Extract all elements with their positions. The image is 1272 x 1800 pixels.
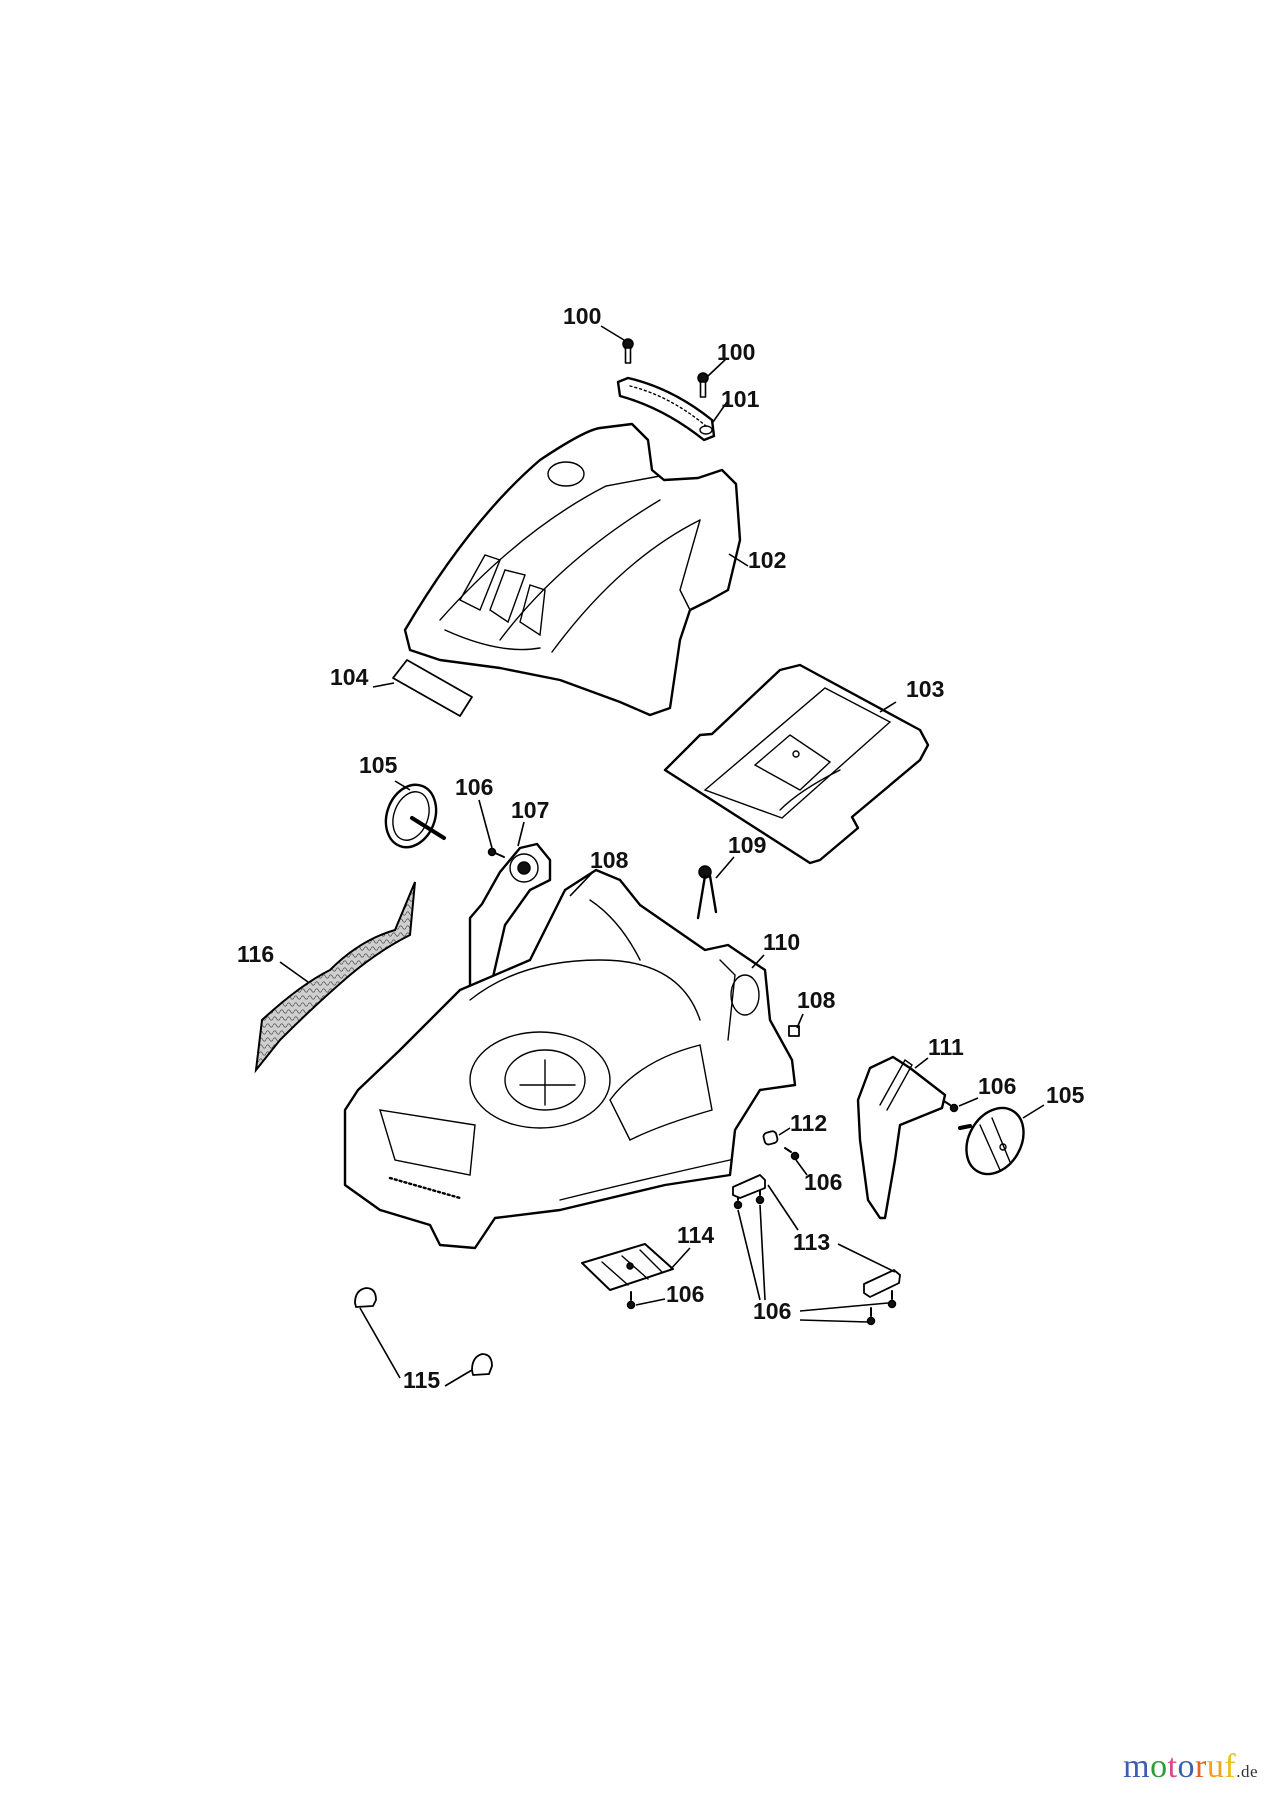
watermark-letter: o [1177,1748,1196,1785]
callout-106a: 106 [455,774,493,800]
callout-102: 102 [748,547,786,573]
callout-109: 109 [728,832,766,858]
callout-108b: 108 [797,987,836,1013]
callout-103: 103 [906,676,944,702]
callout-110: 110 [763,929,800,955]
screw-106-e2 [755,1186,765,1205]
wheel-cap-105-left [384,783,446,849]
callout-106b: 106 [978,1073,1016,1099]
screw-100-left [622,338,634,364]
bushing-112 [762,1130,779,1146]
grass-box-lid-103 [663,663,930,865]
screw-106-a [487,847,505,858]
bracket-113-a [732,1174,766,1199]
callout-101: 101 [721,386,760,412]
screw-106-e4 [866,1307,876,1326]
deck-housing-110 [343,868,797,1250]
callout-115: 115 [403,1367,440,1393]
label-plate-104 [392,659,473,717]
screw-106-d [626,1291,636,1310]
top-cover-102 [403,422,742,717]
callout-100a: 100 [563,303,601,329]
screw-106-c [784,1147,800,1161]
leader-lines [279,325,1045,1387]
callout-106e: 106 [753,1298,791,1324]
callout-111: 111 [928,1034,964,1060]
mesh-filter-116 [254,881,416,1074]
callout-108a: 108 [590,847,629,873]
callout-112: 112 [790,1110,827,1136]
clip-115-a [354,1287,377,1308]
handle-grip-101 [616,376,716,442]
motoruf-watermark: motoruf.de [1123,1748,1258,1786]
watermark-brand: motoruf [1123,1748,1236,1785]
flap-114 [581,1243,674,1291]
screw-106-b [943,1100,959,1113]
watermark-letter: r [1195,1748,1207,1785]
watermark-suffix: .de [1236,1762,1258,1781]
watermark-letter: o [1150,1748,1168,1785]
callout-106d: 106 [666,1281,704,1307]
callout-106c: 106 [804,1169,842,1195]
watermark-letter: t [1167,1748,1178,1785]
callout-105b: 105 [1046,1082,1085,1108]
clip-115-b [471,1353,493,1376]
height-adjuster-111 [856,1055,947,1220]
callout-113: 113 [793,1229,830,1255]
watermark-letter: f [1224,1748,1237,1785]
bracket-113-b [863,1269,901,1298]
watermark-letter: u [1206,1748,1225,1785]
watermark-letter: m [1123,1748,1151,1785]
nut-clip-108-b [788,1025,800,1037]
spring-109 [696,865,718,920]
callout-114: 114 [677,1222,714,1248]
wheel-cap-105-right [958,1106,1025,1176]
callout-104: 104 [330,664,369,690]
callout-116: 116 [237,941,274,967]
screw-106-e3 [887,1290,897,1309]
callout-107: 107 [511,797,549,823]
callout-105a: 105 [359,752,398,778]
callout-100b: 100 [717,339,755,365]
screw-100-right [697,372,709,398]
callout-labels: 100 100 101 102 103 104 105 106 107 108 … [237,303,1085,1393]
